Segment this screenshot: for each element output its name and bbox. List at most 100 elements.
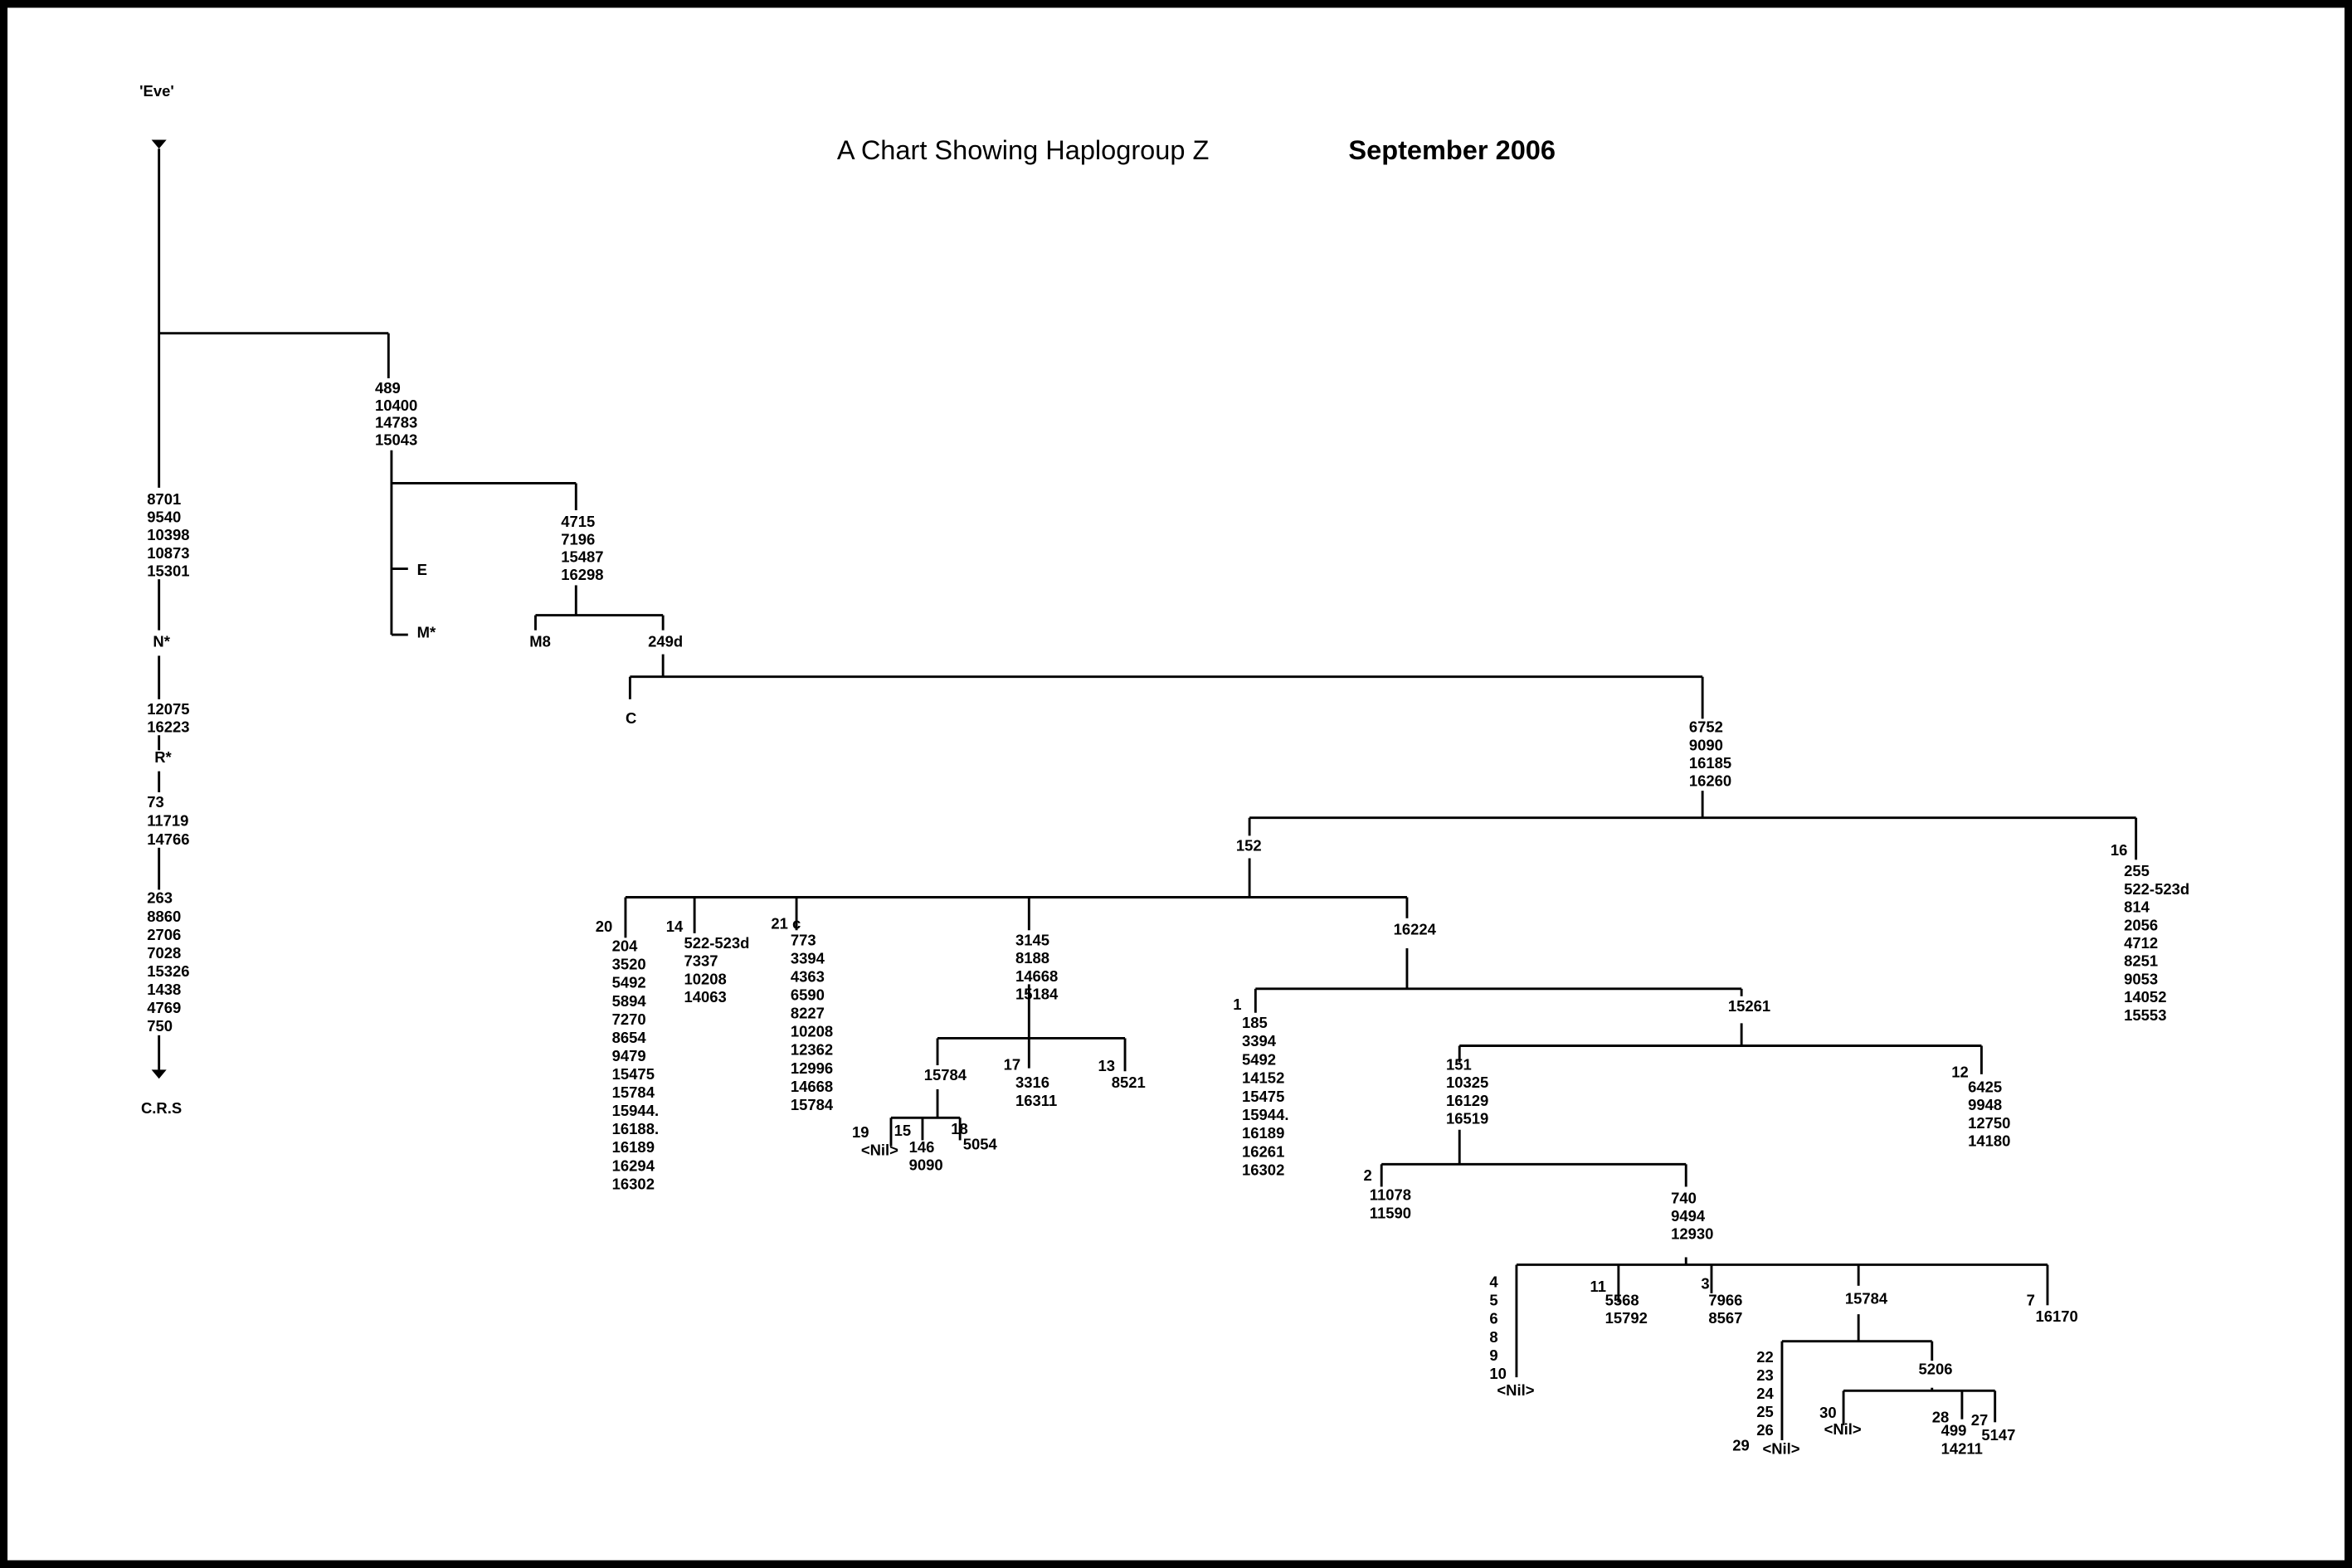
- mutation-line: 7: [2027, 1291, 2035, 1308]
- mutation-line: 14063: [684, 988, 726, 1006]
- mutation-line: 9053: [2124, 970, 2158, 987]
- mutation-line: 21 c: [771, 914, 801, 932]
- mutation-line: 25: [1756, 1403, 1774, 1420]
- mutation-line: 17: [1004, 1055, 1021, 1073]
- mutation-line: 9948: [1968, 1096, 2002, 1113]
- mutation-line: 73: [147, 793, 164, 811]
- node-label-n152: 152: [1236, 836, 1262, 854]
- mutation-line: 14668: [1015, 967, 1058, 985]
- mutation-line: 11590: [1370, 1204, 1411, 1221]
- node-label-n15261: 15261: [1728, 997, 1770, 1015]
- mutation-line: 'Eve': [139, 82, 174, 100]
- mutation-line: 5147: [1981, 1426, 2015, 1444]
- mutation-line: <Nil>: [1824, 1420, 1862, 1438]
- mutation-line: 24: [1756, 1385, 1774, 1402]
- mutation-line: 15784: [1845, 1289, 1888, 1307]
- mutation-line: 12930: [1671, 1225, 1713, 1243]
- mutation-line: 10398: [147, 526, 189, 543]
- mutation-line: 249d: [648, 633, 683, 650]
- mutation-line: 773: [791, 931, 816, 948]
- mutation-line: 15792: [1605, 1309, 1648, 1327]
- crs-arrow-icon: [151, 1069, 167, 1079]
- mutation-line: 14668: [791, 1078, 833, 1095]
- mutation-line: 204: [612, 937, 639, 955]
- mutation-line: 15944.: [612, 1102, 659, 1119]
- mutation-line: 1438: [147, 981, 181, 998]
- mutation-line: 522-523d: [2124, 880, 2189, 898]
- mutation-line: N*: [153, 633, 170, 650]
- node-label-s16-id: 16: [2111, 841, 2128, 859]
- mutation-line: <Nil>: [1762, 1439, 1799, 1457]
- mutation-line: 489: [375, 379, 401, 397]
- mutation-line: 16260: [1689, 772, 1731, 790]
- mutation-line: 16129: [1446, 1092, 1488, 1109]
- mutation-line: 7028: [147, 944, 181, 962]
- mutation-line: 7196: [561, 530, 595, 548]
- mutation-line: 9090: [909, 1157, 943, 1174]
- mutation-line: 5492: [1242, 1050, 1276, 1068]
- mutation-line: 7966: [1708, 1291, 1742, 1308]
- node-label-d249: 249d: [648, 633, 683, 650]
- node-label-s3-id: 3: [1701, 1274, 1709, 1292]
- mutation-line: 15: [894, 1122, 912, 1139]
- mutation-line: 12: [1951, 1063, 1969, 1080]
- mutation-line: 14211: [1941, 1439, 1983, 1457]
- mutation-line: M8: [529, 633, 551, 650]
- node-label-s19-id: 19: [852, 1123, 869, 1141]
- mutation-line: 750: [147, 1017, 173, 1035]
- mutation-line: 14180: [1968, 1132, 2010, 1150]
- mutation-line: 4715: [561, 513, 595, 530]
- mutation-line: 6752: [1689, 718, 1723, 736]
- node-label-s21-id: 21 c: [771, 914, 801, 932]
- mutation-line: 16185: [1689, 754, 1731, 772]
- chart-title: A Chart Showing Haplogroup Z: [837, 135, 1209, 165]
- mutation-line: 740: [1671, 1189, 1697, 1206]
- mutation-line: 18: [951, 1120, 968, 1137]
- mutation-line: 19: [852, 1123, 869, 1141]
- mutation-line: 16189: [612, 1138, 655, 1156]
- mutation-line: 8521: [1112, 1074, 1146, 1091]
- mutation-line: 6425: [1968, 1079, 2002, 1096]
- mutation-line: 12750: [1968, 1114, 2010, 1132]
- mutation-line: 14766: [147, 830, 189, 848]
- node-label-s4-10-nil: <Nil>: [1497, 1381, 1534, 1399]
- mutation-line: 10: [1489, 1365, 1507, 1382]
- mutation-line: 16302: [612, 1175, 655, 1192]
- mutation-line: 522-523d: [684, 934, 749, 952]
- node-label-n-star: N*: [153, 633, 170, 650]
- mutation-line: 15326: [147, 962, 189, 980]
- mutation-line: 16189: [1242, 1124, 1284, 1142]
- mutation-line: 15784: [612, 1083, 655, 1101]
- mutation-line: 2: [1364, 1166, 1372, 1184]
- node-label-s7: 16170: [2036, 1307, 2078, 1325]
- mutation-line: C.R.S: [141, 1099, 182, 1117]
- mutation-line: 4712: [2124, 934, 2158, 952]
- node-label-s20-id: 20: [596, 918, 613, 935]
- mutation-line: 8567: [1708, 1309, 1742, 1327]
- node-label-s28-id: 28: [1932, 1408, 1950, 1425]
- node-label-n15784a: 15784: [924, 1066, 967, 1083]
- mutation-line: 22: [1756, 1348, 1774, 1366]
- mutation-line: 12075: [147, 700, 189, 718]
- mutation-line: 8227: [791, 1005, 825, 1022]
- mutation-line: 13: [1098, 1057, 1115, 1074]
- mutation-line: 15487: [561, 548, 603, 566]
- mutation-line: 3316: [1015, 1074, 1049, 1091]
- mutation-line: 7337: [684, 952, 718, 970]
- mutation-line: 6: [1489, 1310, 1497, 1327]
- node-label-s29-id: 29: [1732, 1437, 1750, 1454]
- mutation-line: 15475: [612, 1065, 655, 1083]
- node-label-s19: <Nil>: [861, 1141, 898, 1158]
